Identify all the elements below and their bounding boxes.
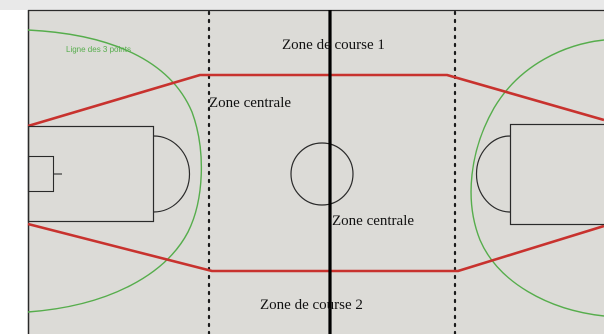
free-throw-arc-left [153, 135, 191, 213]
zone-centrale-left-label: Zone centrale [209, 95, 291, 111]
free-throw-arc-right [475, 135, 511, 213]
top-fade [0, 0, 604, 10]
court-surface [28, 10, 604, 334]
zone-course-2-label: Zone de course 2 [260, 297, 363, 313]
three-point-line-left [27, 29, 203, 313]
zone-centrale-right-label: Zone centrale [332, 213, 414, 229]
center-circle [290, 142, 354, 206]
zone-course-1-label: Zone de course 1 [282, 37, 385, 53]
three-point-label: Ligne des 3 points [66, 45, 131, 54]
key-right [509, 123, 604, 226]
run-zone-border-bottom [27, 222, 604, 273]
three-point-line-right [470, 39, 604, 317]
run-zone-border-top [27, 73, 604, 128]
